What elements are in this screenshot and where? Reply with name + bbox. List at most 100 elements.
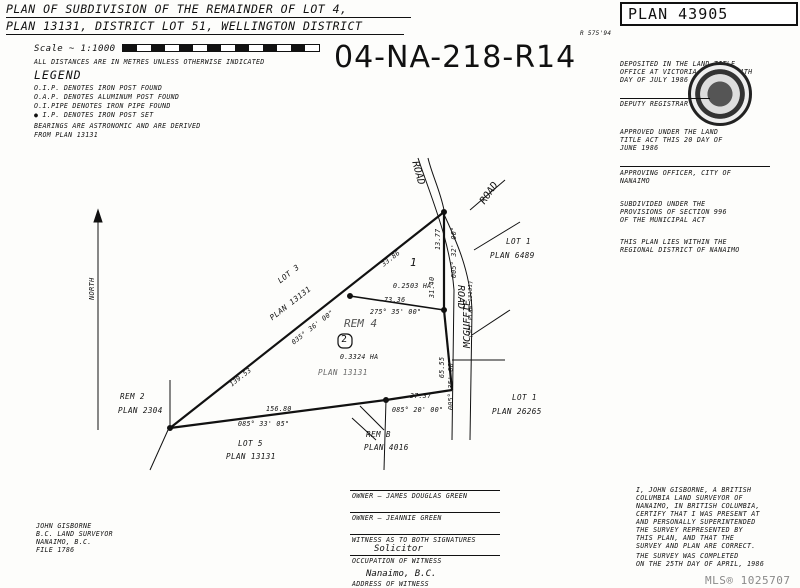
scale-bar (122, 44, 320, 52)
title-line-2: PLAN 13131, DISTRICT LOT 51, WELLINGTON … (6, 19, 363, 33)
survey-post (441, 307, 447, 313)
parcel-number: 2 (341, 334, 348, 345)
dimension-right-mid: 31.40 (428, 276, 436, 298)
witness-signature-line (350, 534, 500, 535)
bearing-right-low: 005° 35' 00" (447, 358, 455, 410)
title-underline-1 (6, 17, 411, 18)
regional-note-1: THIS PLAN LIES WITHIN THE (620, 238, 727, 246)
certificate-line: CERTIFY THAT I WAS PRESENT AT (636, 510, 760, 518)
certificate-line: THIS PLAN, AND THAT THE (636, 534, 735, 542)
bearing-right-top: 005° 32' 00" (450, 226, 458, 278)
owner2-signature-line (350, 512, 500, 513)
remB-label: REM B (366, 430, 391, 439)
deposit-note-2: OFFICE AT VICTORIA, BC THIS 4th (620, 68, 753, 76)
lot1-area: 0.2503 Ha (393, 282, 432, 290)
plan-26265-label: PLAN 26265 (492, 407, 542, 416)
title-underline-2 (6, 34, 404, 35)
north-label: NORTH (88, 277, 96, 300)
legend-item: O.A.P. DENOTES ALUMINUM POST FOUND (34, 93, 180, 101)
watermark-text: MLS® 1025707 (705, 574, 791, 587)
certificate-line: ON THE 25th DAY OF APRIL, 1986 (636, 560, 765, 568)
rem4-label: REM 4 (344, 317, 378, 330)
bearing-bottom: 085° 33' 05" (238, 420, 290, 428)
plan-6489-label: PLAN 6489 (490, 251, 535, 260)
plan-number: PLAN 43905 (628, 5, 729, 23)
certificate-line: AND PERSONALLY SUPERINTENDED (636, 518, 756, 526)
occupation-line (350, 555, 500, 556)
deposit-note-1: DEPOSITED IN THE LAND TITLE (620, 60, 736, 68)
units-note: ALL DISTANCES ARE IN METRES UNLESS OTHER… (34, 58, 265, 66)
certificate-line: THE SURVEY WAS COMPLETED (636, 552, 739, 560)
lot-line-lot5 (149, 429, 169, 471)
certificate-line: SURVEY AND PLAN ARE CORRECT. (636, 542, 756, 550)
approved-note-2: TITLE ACT THIS 20 DAY OF (620, 136, 723, 144)
subdivided-note-1: SUBDIVIDED UNDER THE (620, 200, 706, 208)
parcel-boundary-bottom-short (385, 388, 453, 402)
plan-number-box: PLAN 43905 (620, 2, 798, 26)
parcel-boundary-bottom (169, 398, 387, 430)
approved-note-3: JUNE 1986 (620, 144, 659, 152)
certificate-line: THE SURVEY REPRESENTED BY (636, 526, 743, 534)
rem2-label: REM 2 (120, 392, 145, 401)
plan-13131-center-label: PLAN 13131 (318, 368, 368, 377)
road-top-stub (427, 157, 445, 211)
address-label: ADDRESS OF WITNESS (352, 580, 429, 588)
road-edge-east (441, 209, 473, 441)
regional-note-2: REGIONAL DISTRICT OF NANAIMO (620, 246, 740, 254)
parcel-boundary-internal (349, 295, 445, 311)
surveyor-title: B.C. LAND SURVEYOR (36, 530, 113, 538)
approving-officer-2: NANAIMO (620, 177, 650, 185)
road-bottom-stub (351, 405, 385, 441)
dimension-bottom: 156.80 (266, 405, 292, 413)
rem4-area: 0.3324 Ha (340, 353, 379, 361)
surveyor-name: JOHN GISBORNE (36, 522, 92, 530)
lot-line-remB (383, 399, 387, 471)
occupation-label: OCCUPATION OF WITNESS (352, 557, 442, 565)
approved-note-1: APPROVED UNDER THE LAND (620, 128, 719, 136)
dimension-internal: 73.36 (384, 296, 406, 304)
approving-signature-line (620, 166, 770, 167)
legend-item: ● I.P. DENOTES IRON POST SET (34, 111, 154, 119)
road-right-low (471, 309, 511, 336)
survey-post (347, 293, 353, 299)
subdivided-note-2: PROVISIONS OF SECTION 996 (620, 208, 727, 216)
lot1-right-label: LOT 1 (512, 393, 537, 402)
deposit-note-3: DAY OF JULY 1986 (620, 76, 689, 84)
legend-item: O.I.PIPE DENOTES IRON PIPE FOUND (34, 102, 171, 110)
scale-label: Scale ~ 1:1000 (34, 44, 116, 54)
legend-title: LEGEND (34, 68, 82, 82)
handwritten-reference: 04-NA-218-R14 (334, 40, 577, 75)
witness-occupation-value: Solicitor (374, 544, 423, 554)
owner1-signature-line (350, 490, 500, 491)
lot1-top-label: LOT 1 (506, 237, 531, 246)
lot5-label: LOT 5 (238, 439, 263, 448)
north-arrow-head (93, 208, 103, 223)
road-right-mid (473, 221, 521, 251)
owner1-name: OWNER — JAMES DOUGLAS GREEN (352, 492, 468, 500)
witness-label: WITNESS AS TO BOTH SIGNATURES (352, 536, 476, 544)
survey-post (383, 397, 389, 403)
legend-item: O.I.P. DENOTES IRON POST FOUND (34, 84, 163, 92)
plan-13131-bottom-label: PLAN 13131 (226, 452, 276, 461)
plan-2304-label: PLAN 2304 (118, 406, 163, 415)
surveyor-city: NANAIMO, B.C. (36, 538, 92, 546)
road-edge-west (417, 157, 455, 441)
bearing-bottom-short: 085° 20' 00" (392, 406, 444, 414)
certificate-line: COLUMBIA LAND SURVEYOR OF (636, 494, 743, 502)
road-right-top (469, 179, 506, 211)
certificate-line: I, JOHN GISBORNE, A BRITISH (636, 486, 752, 494)
subdivided-note-3: OF THE MUNICIPAL ACT (620, 216, 706, 224)
registry-seal (688, 62, 752, 126)
bearings-note-1: BEARINGS ARE ASTRONOMIC AND ARE DERIVED (34, 122, 201, 130)
lot-number-1: 1 (410, 256, 417, 269)
deputy-registrar: DEPUTY REGISTRAR (620, 100, 689, 108)
bearing-internal: 275° 35' 00" (370, 308, 422, 316)
parcel-number-circle (337, 333, 353, 349)
owner2-name: OWNER — JEANNIE GREEN (352, 514, 442, 522)
deputy-signature-line (620, 98, 710, 99)
parcel-boundary-east-low (442, 309, 454, 391)
survey-post (167, 425, 173, 431)
title-line-1: PLAN OF SUBDIVISION OF THE REMAINDER OF … (6, 2, 348, 16)
bearings-note-2: FROM PLAN 13131 (34, 131, 99, 139)
